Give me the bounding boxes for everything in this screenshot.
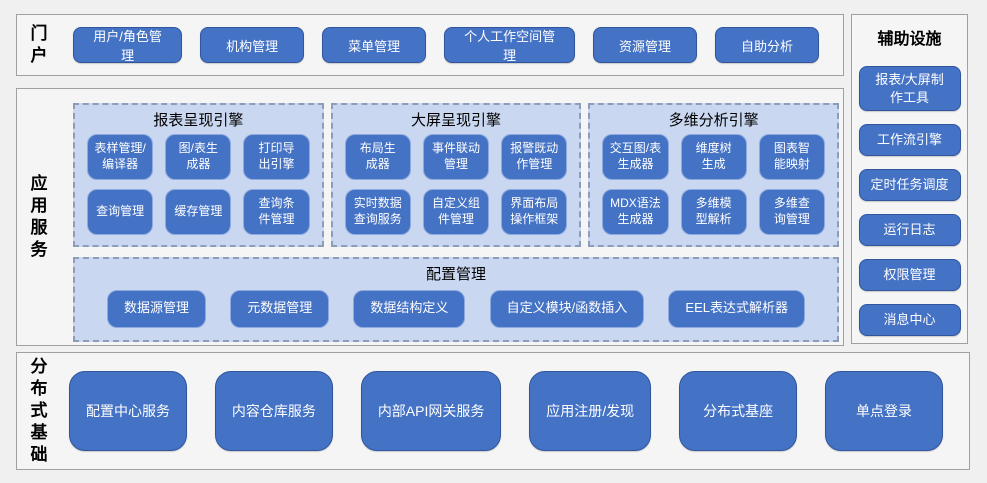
node-multidim-query-management: 多维查 询管理 [758, 189, 826, 235]
node-print-export-engine: 打印导 出引擎 [243, 134, 310, 180]
config-node-row: 数据源管理 元数据管理 数据结构定义 自定义模块/函数插入 EEL表达式解析器 [75, 285, 837, 340]
node-config-center-service: 配置中心服务 [69, 371, 187, 451]
node-report-style-compiler: 表样管理/ 编译器 [87, 134, 154, 180]
node-run-log: 运行日志 [858, 214, 961, 247]
node-report-bigscreen-authoring-tool: 报表/大屏制 作工具 [858, 66, 961, 112]
config-management-title: 配置管理 [425, 266, 486, 283]
node-resource-management: 资源管理 [593, 27, 697, 63]
node-datasource-management: 数据源管理 [107, 289, 207, 328]
node-custom-module-function-insert: 自定义模块/函数插入 [489, 289, 645, 328]
bigscreen-engine-panel: 大屏呈现引擎 布局生 成器 事件联动 管理 报警既动 作管理 实时数据 查询服务… [330, 103, 582, 247]
node-chart-smart-mapping: 图表智 能映射 [758, 134, 826, 180]
node-interactive-chart-generator: 交互图/表 生成器 [602, 134, 669, 180]
node-menu-management: 菜单管理 [322, 27, 427, 63]
node-internal-api-gateway-service: 内部API网关服务 [360, 371, 502, 451]
node-distributed-pedestal: 分布式基座 [679, 371, 798, 451]
config-management-panel: 配置管理 数据源管理 元数据管理 数据结构定义 自定义模块/函数插入 EEL表达… [73, 257, 839, 342]
node-scheduled-task-dispatch: 定时任务调度 [858, 169, 961, 202]
application-services-label: 应用服务 [17, 89, 61, 345]
report-engine-title: 报表呈现引擎 [153, 112, 244, 129]
node-layout-generator: 布局生 成器 [344, 134, 411, 180]
report-engine-panel: 报表呈现引擎 表样管理/ 编译器 图/表生 成器 打印导 出引擎 查询管理 缓存… [73, 103, 324, 247]
portal-section-label: 门户 [17, 23, 61, 67]
node-ui-layout-operation-framework: 界面布局 操作框架 [501, 189, 568, 235]
node-content-repository-service: 内容仓库服务 [214, 371, 333, 451]
node-query-condition-management: 查询条 件管理 [243, 189, 310, 235]
bigscreen-engine-grid: 布局生 成器 事件联动 管理 报警既动 作管理 实时数据 查询服务 自定义组 件… [333, 131, 580, 245]
node-self-service-analysis: 自助分析 [715, 27, 819, 63]
node-workflow-engine: 工作流引擎 [858, 124, 961, 157]
node-data-structure-definition: 数据结构定义 [353, 289, 466, 328]
olap-engine-title: 多维分析引擎 [668, 112, 759, 129]
node-personal-workspace-management: 个人工作空间管理 [444, 27, 575, 63]
report-engine-grid: 表样管理/ 编译器 图/表生 成器 打印导 出引擎 查询管理 缓存管理 查询条 … [75, 131, 322, 245]
distributed-base-label: 分布式基础 [17, 356, 61, 466]
node-message-center: 消息中心 [858, 304, 961, 337]
distributed-node-row: 配置中心服务 内容仓库服务 内部API网关服务 应用注册/发现 分布式基座 单点… [61, 371, 969, 451]
olap-engine-grid: 交互图/表 生成器 维度树 生成 图表智 能映射 MDX语法 生成器 多维模 型… [590, 131, 837, 245]
node-multidim-model-parsing: 多维模 型解析 [680, 189, 747, 235]
portal-section-label-text: 门户 [30, 23, 48, 65]
application-services-label-text: 应用服务 [30, 173, 48, 260]
olap-engine-panel: 多维分析引擎 交互图/表 生成器 维度树 生成 图表智 能映射 MDX语法 生成… [588, 103, 840, 247]
application-services-content: 报表呈现引擎 表样管理/ 编译器 图/表生 成器 打印导 出引擎 查询管理 缓存… [61, 89, 843, 345]
portal-node-row: 用户/角色管理 机构管理 菜单管理 个人工作空间管理 资源管理 自助分析 [61, 27, 843, 63]
node-query-management: 查询管理 [87, 189, 154, 235]
engines-row: 报表呈现引擎 表样管理/ 编译器 图/表生 成器 打印导 出引擎 查询管理 缓存… [73, 103, 840, 247]
node-single-sign-on: 单点登录 [825, 371, 943, 451]
node-mdx-syntax-generator: MDX语法 生成器 [602, 189, 669, 235]
node-permission-management: 权限管理 [858, 259, 961, 292]
auxiliary-facilities-title: 辅助设施 [877, 31, 942, 48]
node-cache-management: 缓存管理 [165, 189, 232, 235]
bigscreen-engine-title: 大屏呈现引擎 [411, 112, 502, 129]
node-metadata-management: 元数据管理 [230, 289, 330, 328]
node-event-linkage-management: 事件联动 管理 [422, 134, 490, 180]
portal-section: 门户 用户/角色管理 机构管理 菜单管理 个人工作空间管理 资源管理 自助分析 [16, 14, 844, 76]
distributed-base-section: 分布式基础 配置中心服务 内容仓库服务 内部API网关服务 应用注册/发现 分布… [16, 352, 970, 470]
node-user-role-management: 用户/角色管理 [73, 27, 183, 63]
node-chart-table-generator: 图/表生 成器 [165, 134, 232, 180]
node-custom-component-management: 自定义组 件管理 [422, 189, 490, 235]
node-app-registration-discovery: 应用注册/发现 [529, 371, 652, 451]
auxiliary-facilities-section: 辅助设施 报表/大屏制 作工具 工作流引擎 定时任务调度 运行日志 权限管理 消… [851, 14, 968, 344]
distributed-base-label-text: 分布式基础 [30, 356, 48, 465]
node-alarm-action-management: 报警既动 作管理 [501, 134, 568, 180]
application-services-section: 应用服务 报表呈现引擎 表样管理/ 编译器 图/表生 成器 打印导 出引擎 查询… [16, 88, 844, 346]
node-realtime-data-query-service: 实时数据 查询服务 [344, 189, 411, 235]
node-organization-management: 机构管理 [200, 27, 305, 63]
node-eel-expression-parser: EEL表达式解析器 [668, 289, 805, 328]
node-dimension-tree-generation: 维度树 生成 [680, 134, 747, 180]
